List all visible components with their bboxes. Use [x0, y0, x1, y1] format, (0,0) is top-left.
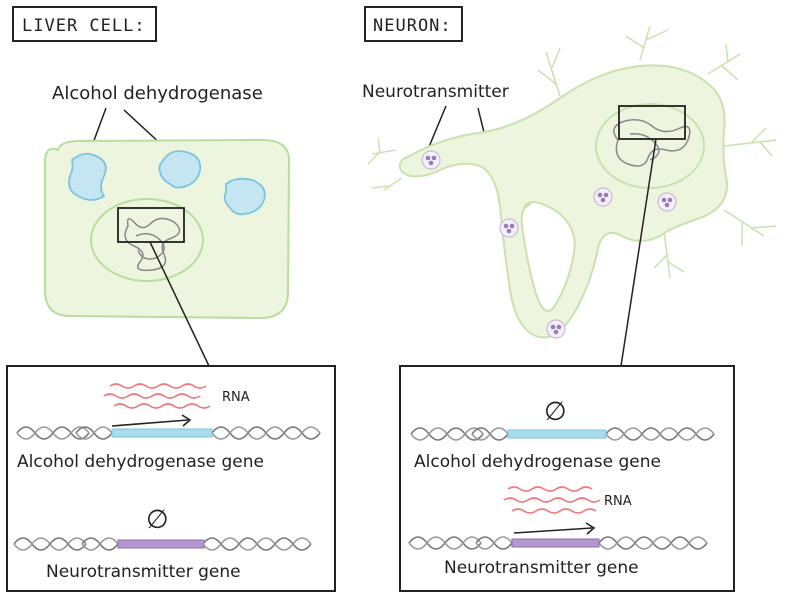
liver-gene2-label: Neurotransmitter gene	[46, 562, 241, 582]
transcription-arrowhead	[585, 522, 596, 535]
neuron-zoom-connector	[620, 138, 657, 367]
neurotransmitter-vesicle	[593, 187, 613, 207]
neuron-gene1-null-symbol: ∅	[544, 397, 567, 427]
neuron-gene2-label: Neurotransmitter gene	[444, 558, 639, 578]
alcohol-dehydrogenase-protein	[158, 150, 202, 189]
alcohol-dehydrogenase-gene-block	[111, 428, 213, 438]
neuron-nucleus	[595, 103, 705, 189]
neuron-title-box: NEURON:	[364, 6, 463, 42]
neuron-chromatin	[613, 119, 691, 167]
liver-gene-panel	[6, 365, 336, 592]
liver-zoom-frame	[117, 207, 185, 243]
alcohol-dehydrogenase-protein	[223, 177, 266, 216]
liver-title: LIVER CELL:	[22, 16, 146, 36]
liver-chromatin	[124, 217, 181, 272]
neurotransmitter-vesicle	[546, 319, 566, 339]
neuron-gene-panel	[399, 365, 735, 592]
transcription-arrow	[513, 527, 593, 534]
neurotransmitter-label: Neurotransmitter	[362, 82, 509, 102]
neuron-rna-label: RNA	[604, 494, 632, 509]
neurotransmitter-gene-block	[117, 539, 205, 549]
liver-rna-strands	[103, 383, 211, 409]
alcohol-dehydrogenase-gene-block	[507, 429, 607, 439]
liver-rna-label: RNA	[222, 390, 250, 405]
transcription-arrowhead	[181, 414, 192, 427]
liver-nucleus	[90, 198, 204, 282]
alcohol-dehydrogenase-label: Alcohol dehydrogenase	[52, 83, 263, 104]
neurotransmitter-vesicle	[657, 192, 677, 212]
neuron-gene1-label: Alcohol dehydrogenase gene	[414, 452, 661, 472]
neurotransmitter-vesicle	[499, 218, 519, 238]
neuron-title: NEURON:	[373, 16, 452, 36]
neuron-dendrites	[367, 25, 777, 279]
transcription-arrow	[111, 419, 189, 427]
liver-title-box: LIVER CELL:	[12, 6, 157, 42]
liver-gene2-null-symbol: ∅	[146, 505, 169, 535]
liver-gene1-label: Alcohol dehydrogenase gene	[17, 452, 264, 472]
liver-zoom-connector	[149, 241, 210, 367]
alcohol-dehydrogenase-protein	[68, 152, 107, 201]
neurotransmitter-vesicle	[421, 150, 441, 170]
neurotransmitter-gene-block	[511, 538, 600, 548]
neuron-rna-strands	[503, 486, 601, 514]
neuron-zoom-frame	[618, 105, 686, 140]
